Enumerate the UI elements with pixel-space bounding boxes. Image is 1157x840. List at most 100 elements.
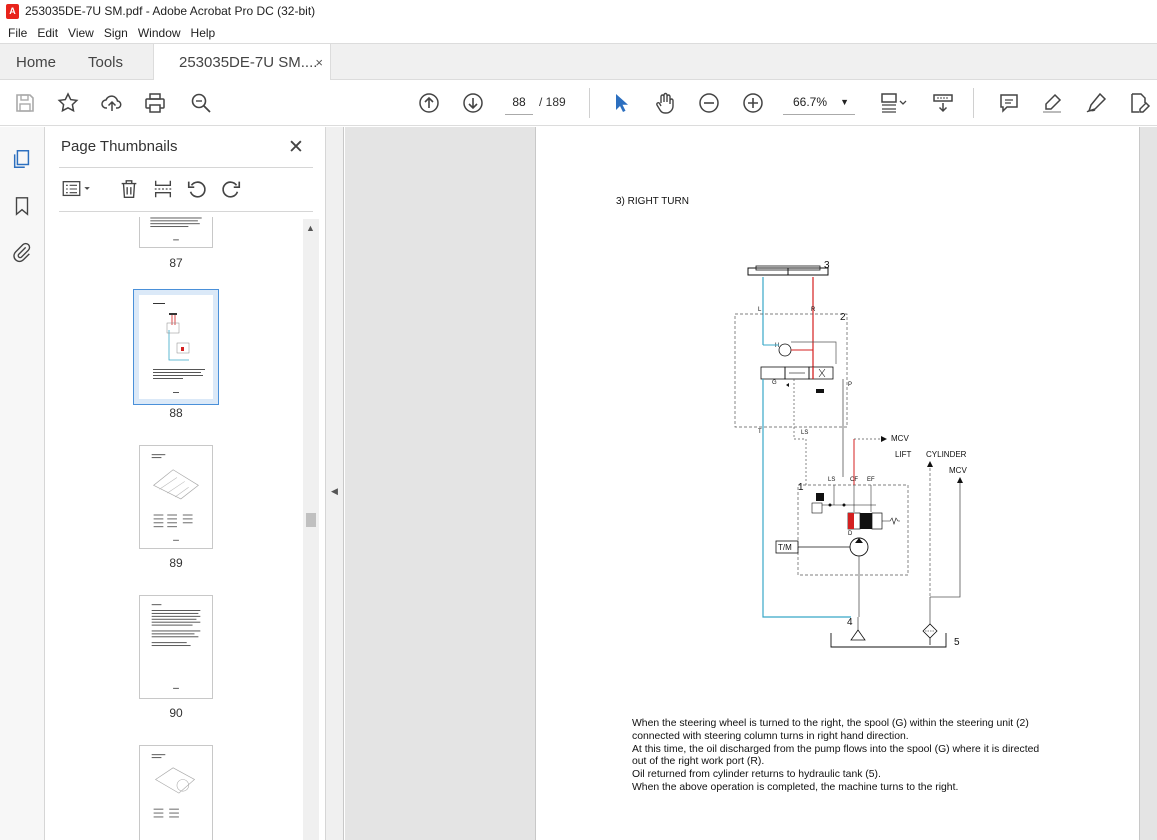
page-number-input[interactable]: 88: [505, 89, 533, 115]
fit-page-icon[interactable]: [874, 90, 912, 116]
tab-tools[interactable]: Tools: [88, 53, 124, 71]
thumbnail-options-icon[interactable]: [59, 176, 95, 202]
label-mcv-bottom: MCV: [949, 466, 967, 475]
rotate-left-icon[interactable]: [185, 176, 209, 202]
search-zoom-icon[interactable]: [188, 90, 214, 116]
label-port-p: P: [848, 382, 852, 388]
thumbnail-list: 87 88 89 90: [45, 217, 307, 840]
thumbnail-page-number: 89: [169, 556, 183, 570]
label-cylinder: CYLINDER: [926, 450, 967, 459]
bookmarks-icon[interactable]: [10, 194, 34, 218]
zoom-level-select[interactable]: 66.7% ▼: [783, 90, 855, 115]
save-icon[interactable]: [12, 90, 38, 116]
scroll-mode-icon[interactable]: [930, 90, 956, 116]
label-port-ef: EF: [867, 477, 875, 483]
highlight-icon[interactable]: [1039, 90, 1065, 116]
extract-pages-icon[interactable]: [151, 176, 175, 202]
section-heading: 3) RIGHT TURN: [616, 196, 689, 207]
label-pump: 4: [847, 617, 853, 628]
panel-divider: [59, 211, 313, 212]
page-total-label: / 189: [539, 95, 566, 109]
window-title: 253035DE-7U SM.pdf - Adobe Acrobat Pro D…: [25, 4, 316, 18]
label-mcv-top: MCV: [891, 434, 909, 443]
description-line: Oil returned from cylinder returns to hy…: [632, 769, 881, 781]
chevron-down-icon: ▼: [840, 97, 849, 107]
tab-document[interactable]: 253035DE-7U SM.... ×: [153, 44, 331, 80]
collapse-panel-icon[interactable]: ◀: [331, 486, 338, 496]
panel-divider: [59, 167, 313, 168]
label-port-h: H: [775, 343, 779, 349]
description-line: connected with steering column turns in …: [632, 730, 909, 742]
close-tab-icon[interactable]: ×: [315, 54, 323, 70]
tab-bar: Home Tools 253035DE-7U SM.... ×: [0, 43, 1157, 80]
label-port-t: T: [758, 429, 762, 435]
thumbnail-page-number: 88: [169, 406, 183, 420]
upload-icon[interactable]: [99, 90, 125, 116]
close-panel-icon[interactable]: ✕: [288, 137, 304, 158]
toolbar-divider: [973, 88, 974, 118]
page-down-icon[interactable]: [460, 90, 486, 116]
label-port-l: L: [758, 307, 762, 313]
label-tm: T/M: [778, 543, 792, 552]
label-steering-unit: 2: [840, 312, 846, 323]
hand-icon[interactable]: [652, 90, 678, 116]
hydraulic-circuit-diagram: 3 L R 2 H: [734, 260, 967, 648]
menu-bar: File Edit View Sign Window Help: [0, 22, 1157, 43]
fill-sign-icon[interactable]: [1126, 90, 1152, 116]
description-line: When the steering wheel is turned to the…: [632, 718, 1029, 729]
page-up-icon[interactable]: [416, 90, 442, 116]
label-priority-valve: 1: [798, 482, 804, 493]
page-thumbnails-panel: Page Thumbnails ✕ 8: [45, 127, 325, 840]
label-port-ls-unit: LS: [801, 430, 808, 436]
description-line: When the above operation is completed, t…: [632, 781, 959, 793]
thumbnail-scrollbar[interactable]: ▲: [303, 219, 319, 840]
pdf-page: 3) RIGHT TURN 3 L R 2 H: [535, 127, 1140, 840]
thumbnail-page[interactable]: [139, 745, 213, 840]
thumbnail-page[interactable]: [139, 595, 213, 699]
delete-page-icon[interactable]: [117, 176, 141, 202]
menu-edit[interactable]: Edit: [37, 25, 59, 40]
tab-home[interactable]: Home: [16, 53, 57, 71]
comment-icon[interactable]: [996, 90, 1022, 116]
menu-view[interactable]: View: [68, 25, 94, 40]
main-toolbar: [0, 80, 1157, 126]
menu-window[interactable]: Window: [137, 25, 181, 40]
attachments-icon[interactable]: [10, 240, 34, 264]
label-port-g: G: [772, 380, 777, 386]
acrobat-app-icon: A: [6, 3, 19, 19]
label-port-d: D: [848, 531, 853, 537]
select-cursor-icon[interactable]: [608, 90, 634, 116]
label-steering-wheel: 3: [824, 260, 830, 271]
bookmark-star-icon[interactable]: [55, 90, 81, 116]
thumbnail-page[interactable]: [139, 217, 213, 248]
menu-file[interactable]: File: [8, 25, 28, 40]
panel-splitter[interactable]: ◀: [325, 127, 344, 840]
label-port-r: R: [811, 307, 816, 313]
description-line: At this time, the oil discharged from th…: [632, 743, 1040, 755]
toolbar-divider: [589, 88, 590, 118]
label-lift: LIFT: [895, 450, 912, 459]
menu-help[interactable]: Help: [190, 25, 216, 40]
thumbnail-page-number: 87: [169, 256, 183, 270]
description-text: When the steering wheel is turned to the…: [632, 718, 1102, 795]
zoom-in-icon[interactable]: [740, 90, 766, 116]
thumbnail-page-selected[interactable]: [139, 295, 213, 399]
page-thumbnails-icon[interactable]: [10, 147, 34, 171]
label-port-ls: LS: [828, 477, 835, 483]
title-bar: A 253035DE-7U SM.pdf - Adobe Acrobat Pro…: [0, 0, 1157, 22]
scrollbar-thumb[interactable]: [306, 513, 316, 527]
document-viewport: 3) RIGHT TURN 3 L R 2 H: [345, 127, 1157, 840]
zoom-level-value: 66.7%: [793, 95, 828, 109]
description-line: out of the right work port (R).: [632, 756, 765, 768]
draw-icon[interactable]: [1083, 90, 1109, 116]
thumbnail-page-number: 90: [169, 706, 183, 720]
label-tank-filter: 5: [954, 637, 960, 648]
print-icon[interactable]: [142, 90, 168, 116]
thumbnail-page[interactable]: [139, 445, 213, 549]
left-navigation-rail: [0, 127, 45, 840]
zoom-out-icon[interactable]: [696, 90, 722, 116]
rotate-right-icon[interactable]: [219, 176, 243, 202]
menu-sign[interactable]: Sign: [103, 25, 128, 40]
scroll-up-icon[interactable]: ▲: [306, 223, 315, 233]
